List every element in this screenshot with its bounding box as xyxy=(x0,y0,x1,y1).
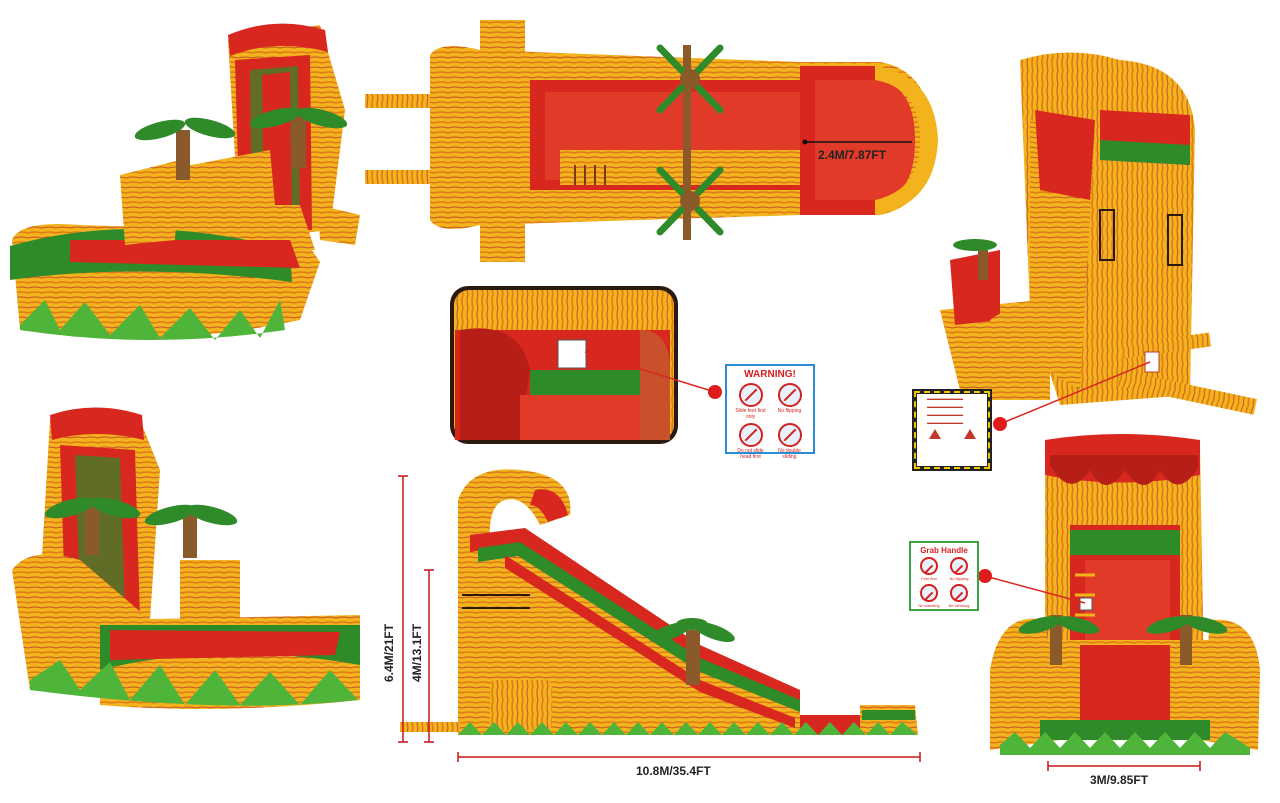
prohibition-icon xyxy=(950,584,968,602)
callout-line-warning xyxy=(584,351,716,393)
total-height-label: 6.4M/21FT xyxy=(382,623,396,682)
perspective-view-front-left xyxy=(10,23,360,340)
length-dimension xyxy=(457,752,921,762)
grab-rule: No flipping xyxy=(945,557,973,582)
platform-height-label: 4M/13.1FT xyxy=(410,623,424,682)
front-view xyxy=(990,434,1260,755)
warning-sign-title: WARNING! xyxy=(744,369,796,380)
total-length-label: 10.8M/35.4FT xyxy=(636,764,711,778)
prohibition-icon xyxy=(920,584,938,602)
width-dimension xyxy=(1047,761,1201,771)
safety-text-line: ▬▬▬▬▬▬▬▬ xyxy=(927,412,963,417)
grab-handle-sign: Grab Handle Feet first No flipping No st… xyxy=(909,541,979,611)
prohibition-icon xyxy=(738,383,763,407)
inner-width-label: 2.4M/7.87FT xyxy=(818,148,887,162)
platform-height-dimension xyxy=(424,569,434,743)
grab-handle-sign-title: Grab Handle xyxy=(920,546,968,555)
detail-closeup xyxy=(450,286,678,444)
callout-dot-grab-handle xyxy=(978,569,992,583)
grab-rule: No climbing xyxy=(945,584,973,609)
side-view-rear xyxy=(940,52,1257,415)
total-width-label: 3M/9.85FT xyxy=(1090,773,1149,787)
top-view xyxy=(365,20,938,262)
callout-dot-safety xyxy=(993,417,1007,431)
callout-dot-warning xyxy=(708,385,722,399)
safety-text-line: ▬▬▬▬▬▬▬▬ xyxy=(927,420,963,425)
warning-sign: WARNING! Slide feet first only No flippi… xyxy=(725,364,815,460)
warning-rule: No flipping xyxy=(772,383,807,420)
prohibition-icon xyxy=(777,423,802,447)
grab-rule: Feet first xyxy=(915,557,943,582)
perspective-view-front-right xyxy=(12,407,360,709)
warning-rule: Slide feet first only xyxy=(733,383,768,420)
inner-width-dimension xyxy=(802,139,912,145)
callout-line-safety xyxy=(999,361,1151,425)
prohibition-icon xyxy=(950,557,968,575)
warning-triangle-icon xyxy=(963,429,976,439)
safety-text-line: ▬▬▬▬▬▬▬▬ xyxy=(927,396,963,401)
height-dimension xyxy=(398,475,408,743)
side-view-profile xyxy=(400,469,918,735)
warning-rule: No double sliding xyxy=(772,423,807,460)
safety-instructions-sign: ▬▬▬▬▬▬▬▬ ▬▬▬▬▬▬▬▬ ▬▬▬▬▬▬▬▬ ▬▬▬▬▬▬▬▬ xyxy=(912,389,992,471)
warning-triangle-icon xyxy=(928,429,941,439)
grab-rule: No standing xyxy=(915,584,943,609)
prohibition-icon xyxy=(777,383,802,407)
safety-text-line: ▬▬▬▬▬▬▬▬ xyxy=(927,404,963,409)
warning-rule: Do not slide head first xyxy=(733,423,768,460)
prohibition-icon xyxy=(738,423,763,447)
callout-line-grab-handle xyxy=(984,575,1086,604)
prohibition-icon xyxy=(920,557,938,575)
